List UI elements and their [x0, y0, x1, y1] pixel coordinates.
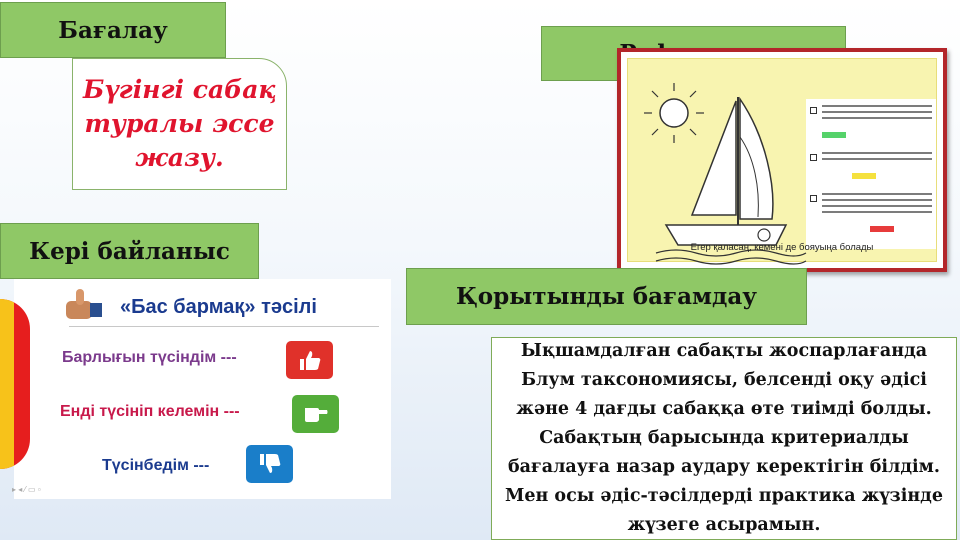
label-feedback-text: Кері байланыс: [29, 237, 230, 265]
list-item: [810, 105, 932, 142]
thumb-method-title: «Бас бармақ» тәсілі: [120, 296, 317, 318]
conclusion-box: Ықшамдалған сабақты жоспарлағанда Блум т…: [491, 337, 957, 540]
essay-task-box: Бүгінгі сабақ туралы эссе жазу.: [72, 58, 287, 190]
reflection-image-inner: Егер қаласаң, кемені де бояуыңа болады: [627, 58, 937, 265]
decorative-shape: [0, 299, 30, 469]
thumbs-up-icon: [286, 341, 333, 379]
list-item: [810, 193, 932, 236]
checkbox-icon: [810, 107, 817, 114]
label-summative-text: Қорытынды бағамдау: [456, 283, 757, 310]
red-highlight: [870, 226, 894, 232]
conclusion-text: Ықшамдалған сабақты жоспарлағанда Блум т…: [505, 341, 943, 535]
divider: [69, 326, 379, 327]
label-assessment: Бағалау: [0, 2, 226, 58]
thumbs-down-icon: [246, 445, 293, 483]
thumb-row-not-understood: Түсінбедім ---: [102, 457, 210, 474]
reflection-criteria-list: [806, 99, 936, 249]
sailboat-coloring-icon: [644, 83, 807, 265]
checkbox-icon: [810, 195, 817, 202]
yellow-highlight: [852, 173, 876, 179]
green-highlight: [822, 132, 846, 138]
hand-thumbs-up-icon: [66, 289, 102, 319]
thumb-row-understood: Барлығын түсіндім ---: [62, 349, 237, 366]
label-feedback: Кері байланыс: [0, 223, 259, 279]
thumb-sideways-icon: [292, 395, 339, 433]
reflection-caption: Егер қаласаң, кемені де бояуыңа болады: [690, 242, 874, 253]
list-item: [810, 152, 932, 183]
label-summative: Қорытынды бағамдау: [406, 268, 807, 325]
checkbox-icon: [810, 154, 817, 161]
essay-task-text: Бүгінгі сабақ туралы эссе жазу.: [83, 75, 276, 172]
slide-nav-icons: ▸ ◂ ⁄ ▭ ▫: [12, 485, 41, 494]
reflection-image: Егер қаласаң, кемені де бояуыңа болады: [617, 48, 947, 272]
thumb-method-panel: «Бас бармақ» тәсілі Барлығын түсіндім --…: [0, 279, 391, 499]
label-assessment-text: Бағалау: [58, 16, 168, 44]
thumb-row-learning: Енді түсініп келемін ---: [60, 403, 240, 420]
